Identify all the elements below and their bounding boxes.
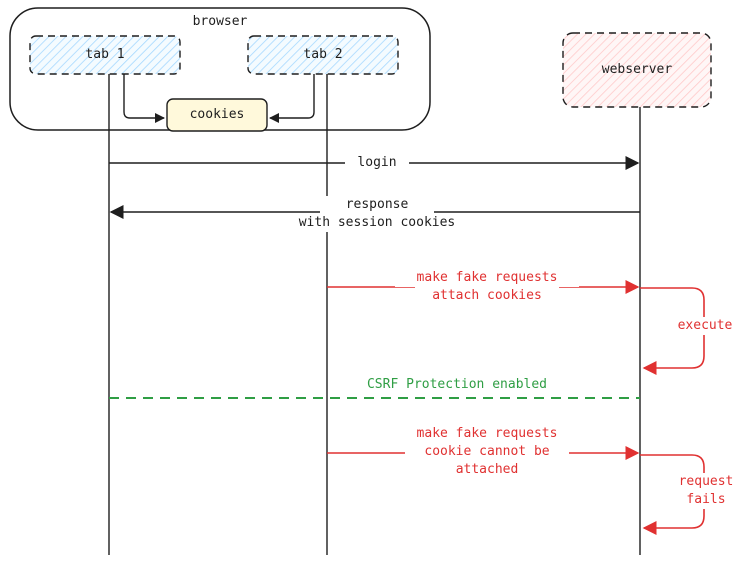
fake-request-1-label-line2: attach cookies [415, 287, 559, 305]
fake-request-2-label-line1: make fake requests [395, 425, 579, 443]
request-fails-label-line1: request [670, 473, 742, 491]
browser-label: browser [192, 14, 248, 29]
request-fails-label-line2: fails [675, 491, 737, 509]
fake-request-1-label-line1: make fake requests [395, 269, 579, 287]
tab2-to-cookies-arrow [269, 74, 315, 123]
webserver-box [562, 32, 712, 108]
tab1-to-cookies-arrow [123, 74, 165, 123]
response-label-line1: response [320, 196, 434, 214]
csrf-protection-label: CSRF Protection enabled [345, 376, 569, 394]
response-label-line2: with session cookies [280, 214, 474, 232]
tab-1-box [29, 35, 181, 75]
cookies-label: cookies [189, 107, 245, 122]
login-label: login [345, 154, 409, 172]
fake-request-2-label-line3: attached [435, 461, 539, 479]
tab-2-box [247, 35, 399, 75]
webserver-label: webserver [601, 62, 673, 77]
fake-request-2-label-line2: cookie cannot be [405, 443, 569, 461]
tab-1-label: tab 1 [85, 47, 125, 62]
cookies-box [166, 98, 268, 132]
tab-2-label: tab 2 [303, 47, 343, 62]
execute-label: execute [665, 317, 745, 335]
